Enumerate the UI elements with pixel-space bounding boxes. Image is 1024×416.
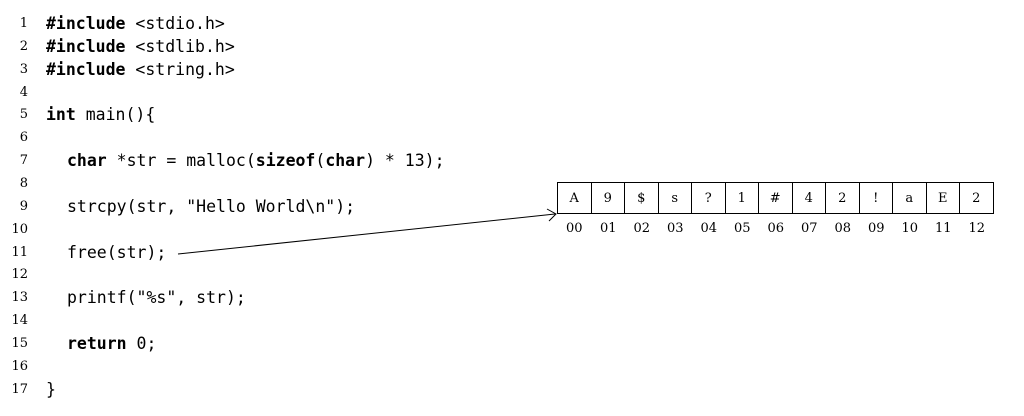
code-token: <string.h> (125, 59, 235, 79)
line-number: 17 (11, 381, 28, 397)
line-number: 8 (19, 175, 28, 191)
code-token: free(str); (67, 242, 167, 262)
memory-index: 02 (633, 221, 651, 236)
line-number: 11 (11, 244, 28, 260)
code-line: 10 (0, 219, 560, 241)
memory-index: 01 (599, 221, 617, 236)
keyword-token: return (67, 333, 127, 353)
line-number: 6 (19, 130, 28, 146)
line-number: 4 (19, 84, 28, 100)
code-text: free(str); (67, 242, 166, 264)
memory-cell: ! (858, 182, 893, 214)
code-line: 6 (0, 127, 560, 149)
code-line: 3 #include <string.h> (0, 59, 560, 81)
code-listing: 1#include <stdio.h>2#include <stdlib.h>3… (0, 13, 560, 401)
line-number: 7 (19, 153, 28, 169)
memory-cell: E (925, 182, 960, 214)
memory-index: 09 (867, 221, 885, 236)
code-text: } (46, 379, 56, 401)
keyword-token: char (325, 151, 366, 171)
code-token: printf("%s", str); (67, 288, 246, 308)
line-number: 13 (11, 290, 28, 306)
code-line: 14 (0, 310, 560, 332)
code-line: 1 #include <stdio.h> (0, 13, 560, 35)
code-token: <stdlib.h> (125, 36, 235, 56)
code-token: main(){ (75, 105, 156, 125)
memory-cell: 4 (791, 182, 826, 214)
code-token: *str = malloc( (106, 151, 256, 171)
keyword-token: #include (46, 59, 126, 79)
code-line: 5 int main(){ (0, 104, 560, 126)
keyword-token: #include (46, 14, 126, 33)
code-token: strcpy(str, "Hello World\n"); (67, 196, 356, 216)
line-number: 3 (19, 61, 28, 77)
memory-index: 11 (934, 221, 952, 236)
line-number: 12 (11, 267, 28, 283)
code-line: 4 (0, 82, 560, 104)
memory-cell: ? (691, 182, 726, 214)
memory-index: 12 (968, 221, 986, 236)
memory-cell: s (657, 182, 692, 214)
memory-index: 04 (700, 221, 718, 236)
code-token: ( (315, 151, 326, 171)
code-text: int main(){ (46, 104, 155, 126)
code-token: ) * 13); (365, 151, 445, 171)
keyword-token: #include (46, 36, 126, 56)
line-number: 15 (11, 335, 28, 351)
code-text: char *str = malloc(sizeof(char) * 13); (67, 150, 445, 172)
code-line: 12 (0, 264, 560, 286)
code-token: <stdio.h> (125, 14, 225, 33)
code-line: 9 strcpy(str, "Hello World\n"); (0, 196, 560, 218)
memory-index: 10 (901, 221, 919, 236)
memory-cell: $ (624, 182, 659, 214)
memory-index: 07 (800, 221, 818, 236)
memory-cell: A (557, 182, 592, 214)
code-text: #include <string.h> (46, 59, 235, 81)
code-line: 11 free(str); (0, 242, 560, 264)
memory-index: 05 (733, 221, 751, 236)
code-line: 17} (0, 379, 560, 401)
memory-indices: 00 01 02 03 04 05 06 07 08 09 10 11 12 (557, 221, 994, 236)
code-text: strcpy(str, "Hello World\n"); (67, 196, 355, 218)
code-text: #include <stdio.h> (46, 13, 225, 35)
code-token: } (46, 379, 56, 399)
memory-index: 06 (767, 221, 785, 236)
memory-cell: 9 (590, 182, 625, 214)
code-line: 15 return 0; (0, 333, 560, 355)
code-text: return 0; (67, 333, 156, 355)
code-line: 8 (0, 173, 560, 195)
memory-cell: 2 (959, 182, 994, 214)
code-line: 13 printf("%s", str); (0, 287, 560, 309)
memory-cell: # (758, 182, 793, 214)
line-number: 5 (19, 107, 28, 123)
code-line: 16 (0, 356, 560, 378)
line-number: 16 (11, 358, 28, 374)
code-line: 2 #include <stdlib.h> (0, 36, 560, 58)
line-number: 14 (11, 313, 28, 329)
memory-index: 03 (666, 221, 684, 236)
line-number: 1 (19, 16, 28, 31)
line-number: 9 (19, 198, 28, 214)
memory-cell: 1 (724, 182, 759, 214)
memory-index: 08 (834, 221, 852, 236)
keyword-token: int (46, 105, 76, 125)
memory-index: 00 (565, 221, 583, 236)
memory-cell: 2 (825, 182, 860, 214)
memory-cell: a (892, 182, 927, 214)
code-token: 0; (126, 333, 157, 353)
line-number: 2 (19, 38, 28, 54)
keyword-token: char (67, 151, 107, 171)
code-text: printf("%s", str); (67, 287, 246, 309)
code-text: #include <stdlib.h> (46, 36, 235, 58)
line-number: 10 (11, 221, 28, 237)
keyword-token: sizeof (255, 151, 316, 171)
